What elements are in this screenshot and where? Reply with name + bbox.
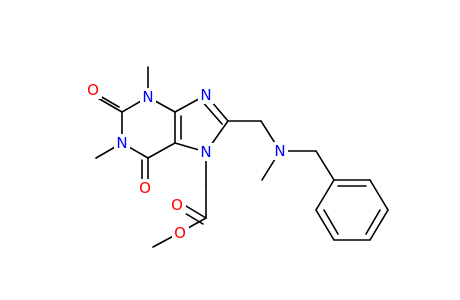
atom-o-ester: O [172, 224, 189, 242]
atom-o6-label: O [139, 179, 151, 197]
bond-layer [92, 66, 389, 248]
atom-n1: N [114, 134, 130, 152]
atom-n-amine-label: N [274, 142, 285, 160]
atom-n9: N [198, 86, 214, 104]
atom-n3: N [140, 88, 156, 106]
bond-ph-3 [369, 209, 389, 241]
atom-n3-label: N [142, 88, 153, 106]
bond-ph-6 [315, 179, 335, 211]
bond-ph-5 [315, 209, 335, 241]
bond-benzyl-phenyl [315, 150, 335, 181]
atom-o-carbonyl-label: O [171, 196, 183, 214]
atom-n-amine: N [272, 142, 288, 160]
atom-n9-label: N [200, 86, 211, 104]
bond-c5-c6 [147, 142, 176, 159]
atom-o2-label: O [87, 81, 99, 99]
bond-ph-inner-3 [323, 209, 339, 235]
atom-o2: O [85, 81, 102, 99]
atom-o-carbonyl: O [169, 196, 186, 214]
atom-n1-label: N [116, 134, 127, 152]
bond-ph-2 [369, 179, 389, 211]
bond-ph-inner-2 [365, 209, 381, 235]
atom-label-layer: N N N N N O O O [85, 81, 288, 242]
atom-o-ester-label: O [174, 224, 186, 242]
atom-o6: O [137, 179, 154, 197]
atom-n7-label: N [200, 143, 211, 161]
bond-c2-o2-a [95, 96, 123, 113]
atom-n7: N [198, 143, 214, 161]
